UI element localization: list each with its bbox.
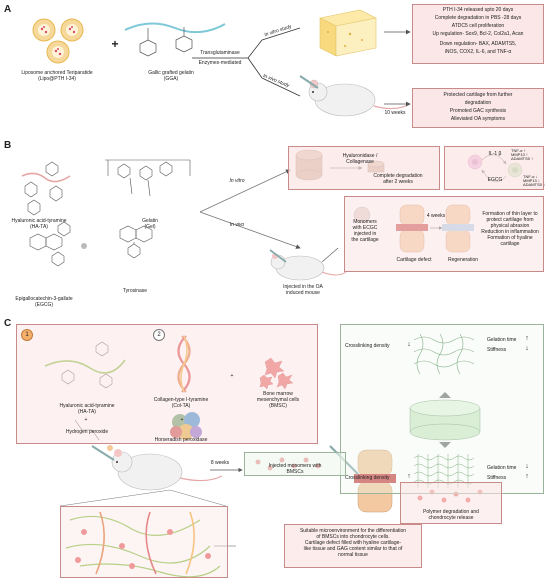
vitro-result-4: Down regulation- BAX, ADAMTS5, [439, 41, 517, 47]
regeneration-label: Regeneration [447, 257, 479, 263]
degradation-box: Hyaluronidase / Collagenase Complete deg… [288, 146, 440, 190]
injected-label: Injected monomers with BMSCs [268, 463, 322, 475]
gelation-label-1: Gelation time [487, 337, 517, 343]
gelatin-molecule [105, 159, 191, 197]
polymer-box: Polymer degradation and chondrocyte rele… [400, 482, 502, 524]
mesh-high [413, 454, 475, 488]
crosslink-high-label: Crosslinking density [345, 475, 390, 481]
hrp-label: Horseradish peroxidase [154, 437, 208, 443]
oa-mouse-label: Injected in the OA induced mouse [283, 284, 323, 296]
four-weeks-label: 4 weeks [426, 213, 446, 219]
panel-label-c: C [4, 318, 12, 329]
monomers-label: Monomers with ECGC injected in the carti… [351, 219, 379, 243]
inflammation-box: IL-1 β EGCG TNF-α ↑ MMP13 ↑ ADAMTS5 ↑ TN… [444, 146, 546, 190]
stiffness-label-1: Stiffness [487, 347, 507, 353]
cartilage-defect-label: Cartilage defect [396, 257, 432, 263]
hydrogel-disk [409, 399, 481, 441]
complete-degradation-label: Complete degradation after 2 weeks [373, 173, 423, 185]
marker-up-1: MMP13 ↑ [511, 152, 528, 157]
marker-down-1: MMP13 ↓ [523, 178, 540, 183]
egcg-small-label: EGCG [487, 177, 503, 183]
crosslink-high-arrow: ↑ [407, 473, 411, 480]
injected-box: Injected monomers with BMSCs [244, 452, 346, 476]
mouse-b [269, 249, 347, 281]
gga-molecule [124, 22, 226, 57]
in-vitro-label-b: In vitro [229, 178, 245, 184]
summary-label: Suitable microenvironment for the differ… [299, 528, 407, 558]
gga-label: Gallic grafted gelatin (GGA) [148, 70, 194, 82]
il1b-label: IL-1 β [488, 151, 502, 157]
liposome-label: Liposome anchored Teriparatide (Lipo@PTH… [21, 70, 93, 82]
gelation-arrow-2: ↓ [525, 463, 529, 470]
enzymes-label: Enzymes-mediated [198, 60, 242, 66]
in-vivo-results-box: Protected cartilage from further degrada… [412, 88, 544, 128]
mesh-low [413, 333, 475, 375]
vivo-result-1: degradation [464, 100, 492, 106]
step-1-badge: 1 [21, 329, 33, 341]
vitro-result-1: Complete degradation in PBS -28 days [434, 15, 522, 21]
plus-c-2: + [180, 417, 184, 423]
plus-a: + [111, 37, 119, 51]
cartilage-repair-box: Monomers with ECGC injected in the carti… [344, 196, 544, 272]
egcg-molecule [29, 221, 71, 267]
marker-down-2: ADAMTS5 ↓ [523, 182, 546, 187]
crosslink-low-label: Crosslinking density [345, 343, 390, 349]
stiffness-label-2: Stiffness [487, 475, 507, 481]
gelation-label-2: Gelation time [487, 465, 517, 471]
hydrogel-cube [319, 9, 377, 57]
marker-down-0: TNF-α ↓ [523, 174, 538, 179]
vitro-result-3: Up regulation- Sox9, Bcl-2, Col2a1, Acan [432, 31, 524, 37]
mouse-c [91, 445, 223, 491]
panel-label-a: A [4, 4, 12, 15]
bmsc-label: Bone marrow mesenchymal cells (BMSC) [256, 391, 300, 409]
h2o2-label: Hydrogen peroxide [65, 429, 109, 435]
col-ta-label: Collagen-type I-tyramine (Col-TA) [153, 397, 209, 409]
gelatin-label: Gelatin (Gel) [142, 218, 158, 230]
outcomes-label: Formation of thin layer to protect carti… [481, 211, 539, 247]
ha-tyramine-molecule [21, 161, 71, 216]
in-vitro-results-box: PTH I-34 released upto 20 days Complete … [412, 4, 544, 64]
in-vivo-label-b: In vivo [229, 222, 245, 228]
crosslink-low-arrow: ↓ [407, 341, 411, 348]
tyrosinase-molecule [119, 225, 153, 259]
marker-up-0: TNF-α ↑ [511, 148, 526, 153]
vitro-result-0: PTH I-34 released upto 20 days [442, 7, 514, 13]
stiffness-arrow-1: ↓ [525, 345, 529, 352]
ten-weeks-label: 10 weeks [384, 110, 406, 116]
tyrosinase-label: Tyrosinase [122, 288, 148, 294]
plus-c-1: + [84, 417, 88, 423]
vitro-result-5: iNOS, COX2, IL-6, and TNF-α [444, 49, 512, 55]
hyaluronidase-label: Hyaluronidase / Collagenase [342, 153, 378, 165]
ha-tyramine-label: Hyaluronic acid-tyramine (HA-TA) [11, 218, 67, 230]
step-2-badge: 2 [153, 329, 165, 341]
zoom-box [60, 506, 228, 578]
gelation-arrow-1: ↑ [525, 335, 529, 342]
network-cells [75, 529, 211, 569]
vivo-result-2: Promoted GAC synthesis [449, 108, 507, 114]
plus-c-3: + [230, 373, 234, 379]
summary-box: Suitable microenvironment for the differ… [284, 524, 422, 568]
transglutaminase-label: Transglutaminase [200, 50, 240, 56]
liposome-graphic [32, 18, 84, 64]
stiffness-arrow-2: ↑ [525, 473, 529, 480]
network-zoom [65, 511, 221, 578]
egcg-label: Epigallocatechin-3-gallate (EGCG) [15, 296, 73, 308]
vitro-result-2: ATDC5 cell proliferation [451, 23, 505, 29]
marker-up-2: ADAMTS5 ↑ [511, 156, 534, 161]
polymer-label: Polymer degradation and chondrocyte rele… [423, 509, 479, 521]
vivo-result-3: Alleviated OA symptoms [450, 116, 506, 122]
egcg-dot [81, 243, 87, 249]
knee-c [329, 445, 396, 513]
properties-box: Crosslinking density ↓ Gelation time ↑ S… [340, 324, 544, 494]
vivo-result-0: Protected cartilage from further [443, 92, 513, 98]
components-box: 1 2 Hyaluronic acid-tyramine (HA-TA) + H… [16, 324, 318, 444]
mouse-a [299, 75, 411, 117]
eight-weeks-label: 8 weeks [210, 460, 230, 466]
ha-ta-c-label: Hyaluronic acid-tyramine (HA-TA) [59, 403, 115, 415]
panel-label-b: B [4, 140, 12, 151]
